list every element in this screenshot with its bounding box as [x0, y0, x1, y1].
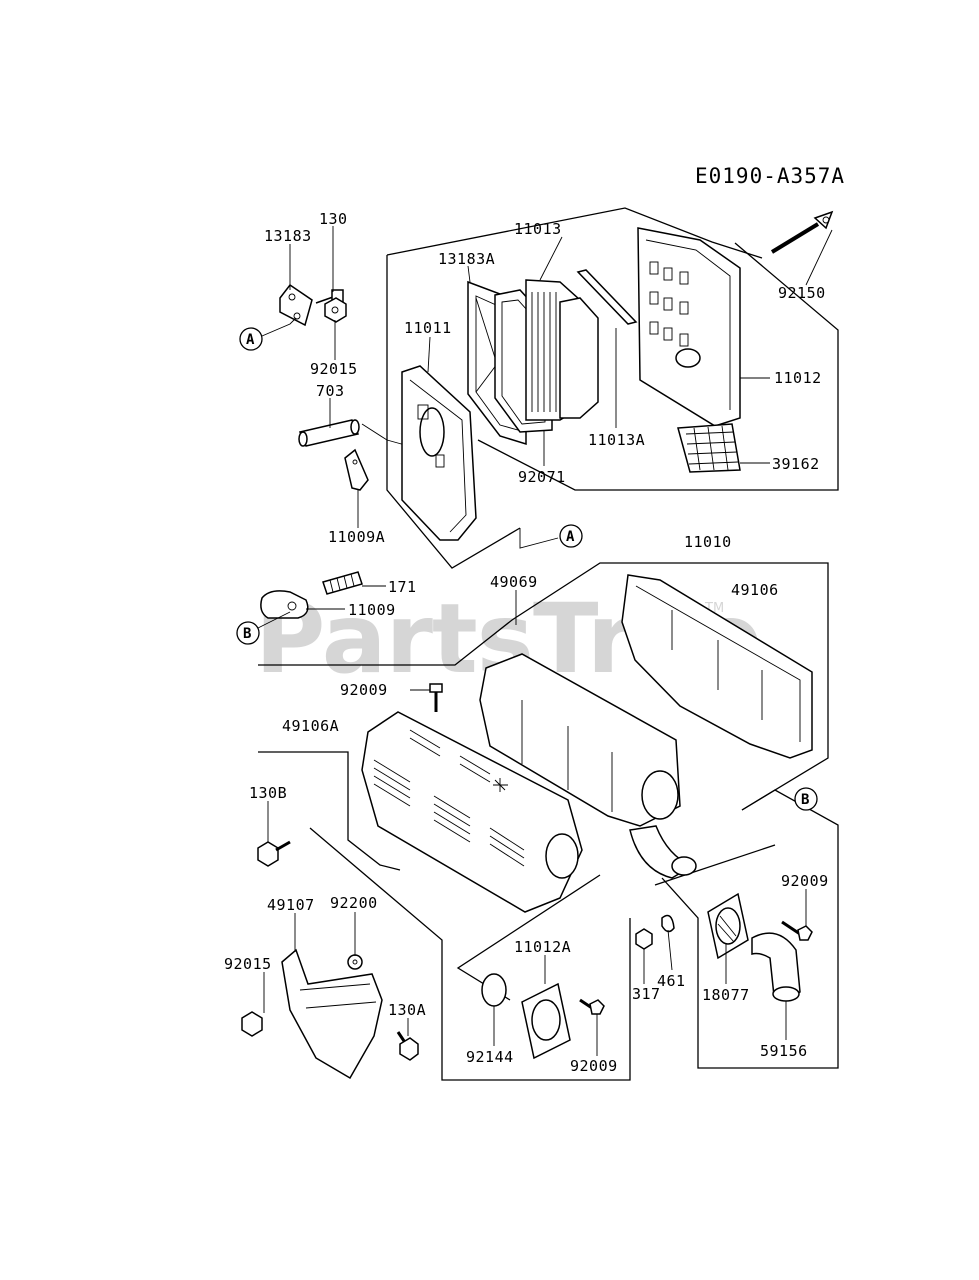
label-18077: 18077 — [702, 986, 750, 1004]
label-49069: 49069 — [490, 573, 538, 591]
leader-lines — [263, 226, 833, 1056]
elbow-59156 — [751, 932, 801, 1002]
label-39162: 39162 — [772, 455, 820, 473]
label-49106: 49106 — [731, 581, 779, 599]
precleaner-11013A — [576, 269, 638, 325]
muffler-49069 — [479, 653, 697, 879]
shield-49106 — [621, 574, 813, 759]
bolt-130B — [257, 840, 291, 867]
label-49106A: 49106A — [282, 717, 339, 735]
ref-marker-b-right: B — [794, 787, 818, 811]
air-cleaner-frame — [386, 207, 839, 569]
pipe-703 — [298, 419, 406, 447]
part-labels: 130 13183 11013 13183A 92150 11011 92015… — [224, 210, 829, 1075]
muffler-frame — [258, 562, 839, 1081]
label-130: 130 — [319, 210, 348, 228]
label-92009-b: 92009 — [781, 872, 829, 890]
filter-11013 — [525, 279, 599, 421]
label-92144: 92144 — [466, 1048, 514, 1066]
bolt-92009-top — [429, 683, 443, 712]
label-11012: 11012 — [774, 369, 822, 387]
label-703: 703 — [316, 382, 345, 400]
bracket-13183 — [279, 283, 313, 327]
base-11011 — [401, 365, 477, 541]
svg-text:A: A — [566, 529, 575, 545]
bolt-130A — [396, 1031, 419, 1061]
label-130A: 130A — [388, 1001, 426, 1019]
label-59156: 59156 — [760, 1042, 808, 1060]
svg-text:A: A — [246, 332, 255, 348]
washer-461 — [661, 914, 675, 933]
ref-marker-a-center: A — [519, 524, 583, 549]
label-317: 317 — [632, 985, 661, 1003]
label-92150: 92150 — [778, 284, 826, 302]
label-92015-b: 92015 — [224, 955, 272, 973]
nut-92015-lower — [241, 1011, 263, 1037]
svg-text:B: B — [801, 792, 809, 808]
label-13183: 13183 — [264, 227, 312, 245]
washer-92200 — [347, 954, 363, 970]
screen-39162 — [677, 423, 741, 473]
cover-11012 — [637, 227, 741, 427]
label-92009-c: 92009 — [570, 1057, 618, 1075]
ref-marker-a-left: A — [239, 317, 297, 351]
label-130B: 130B — [249, 784, 287, 802]
flange-18077 — [707, 892, 749, 960]
label-49107: 49107 — [267, 896, 315, 914]
gasket-11009A — [344, 448, 369, 491]
diagram-code: E0190-A357A — [695, 164, 845, 188]
cover-49106A — [361, 711, 583, 913]
label-11009: 11009 — [348, 601, 396, 619]
label-92009-a: 92009 — [340, 681, 388, 699]
label-11013A: 11013A — [588, 431, 645, 449]
label-11009A: 11009A — [328, 528, 385, 546]
gasket-11009 — [260, 590, 309, 619]
label-13183A: 13183A — [438, 250, 495, 268]
wingbolt-92150 — [770, 210, 834, 254]
bracket-49107 — [281, 948, 383, 1080]
bolt-92009-mid — [579, 998, 605, 1015]
flange-11012A — [521, 982, 571, 1060]
label-11012A: 11012A — [514, 938, 571, 956]
label-11013: 11013 — [514, 220, 562, 238]
ref-marker-b-left: B — [236, 611, 291, 645]
label-11011: 11011 — [404, 319, 452, 337]
nut-317 — [635, 928, 653, 950]
label-461: 461 — [657, 972, 686, 990]
stud-171 — [322, 571, 363, 595]
nut-92015 — [324, 297, 347, 323]
label-11010: 11010 — [684, 533, 732, 551]
label-92200: 92200 — [330, 894, 378, 912]
bolt-92009-right — [781, 920, 813, 941]
label-92015: 92015 — [310, 360, 358, 378]
svg-text:B: B — [243, 626, 251, 642]
label-171: 171 — [388, 578, 417, 596]
label-92071: 92071 — [518, 468, 566, 486]
ring-92144 — [481, 973, 507, 1007]
